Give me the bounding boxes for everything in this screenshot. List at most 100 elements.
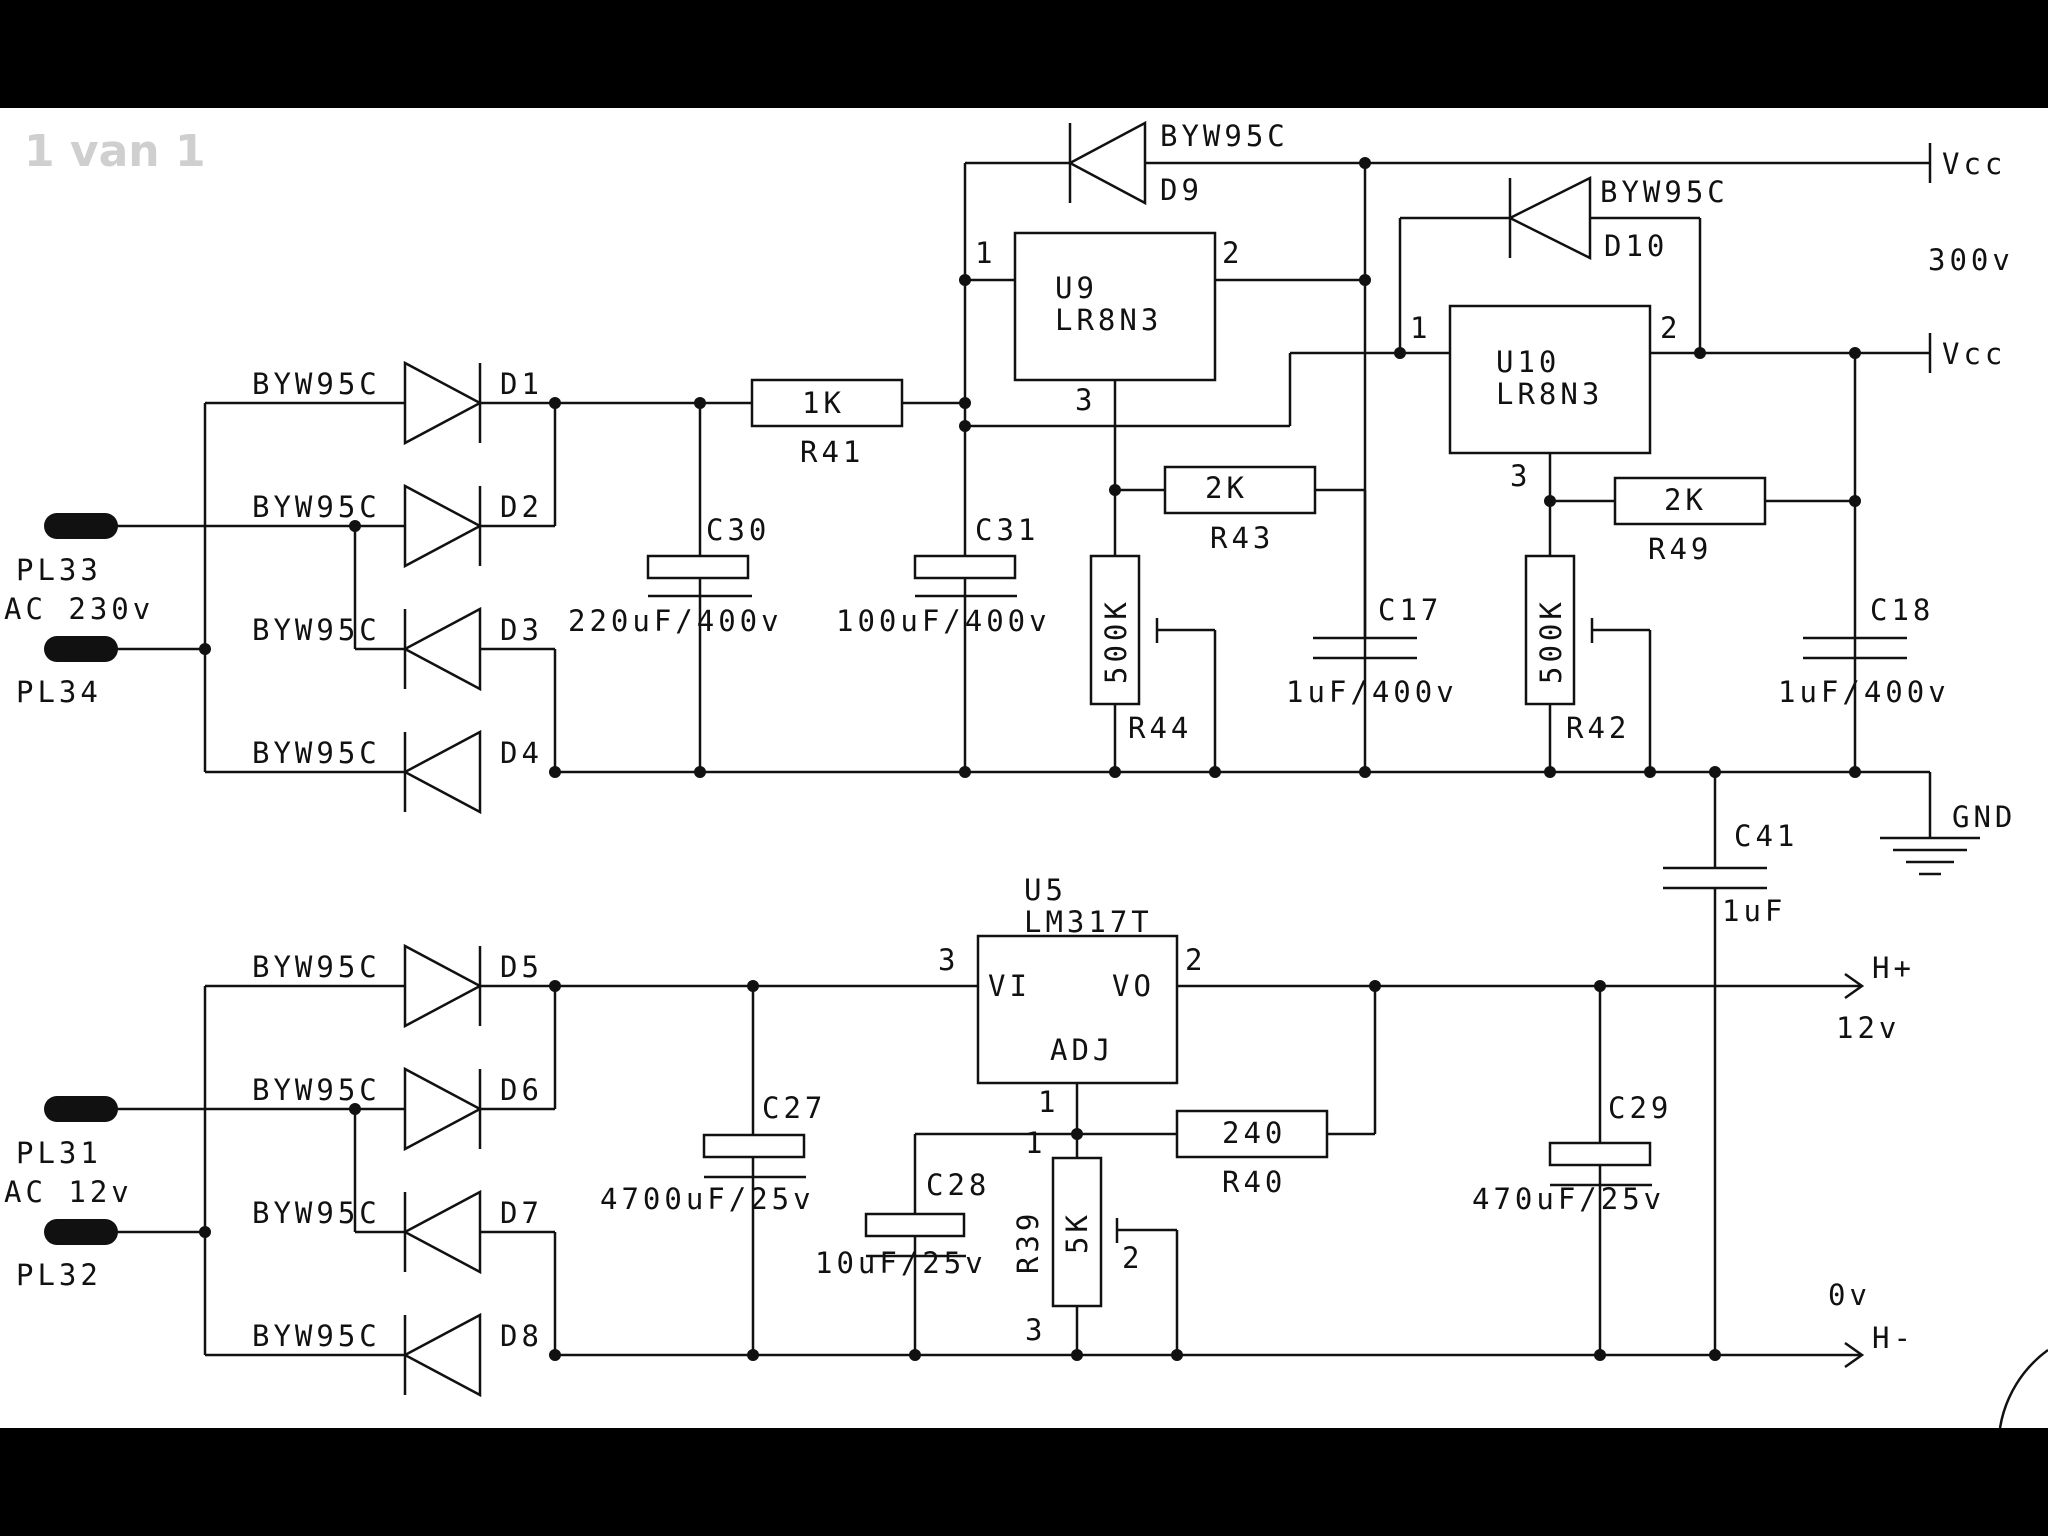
hminus-arrow <box>1844 1341 1865 1369</box>
C30-ref: C30 <box>706 513 770 547</box>
C18-value: 1uF/400v <box>1778 675 1950 709</box>
vcc-label-2: Vcc <box>1942 337 2006 371</box>
C18-ref: C18 <box>1870 593 1934 627</box>
D6-ref: D6 <box>500 1073 543 1107</box>
U5-pin-vi: VI <box>988 969 1031 1003</box>
R42-value: 500K <box>1534 598 1568 684</box>
potentiometer-R39 <box>1051 1156 1119 1308</box>
R41-ref: R41 <box>800 435 864 469</box>
PL32-label: PL32 <box>16 1258 102 1292</box>
U9-ref: U9 <box>1055 271 1098 305</box>
D3-ref: D3 <box>500 613 543 647</box>
diode-D4 <box>402 729 482 815</box>
lv-wiring <box>555 984 1860 1357</box>
D7-part: BYW95C <box>252 1196 381 1230</box>
U5-part: LM317T <box>1024 905 1153 939</box>
C31-ref: C31 <box>975 513 1039 547</box>
R39-pin2: 2 <box>1122 1241 1143 1275</box>
resistor-R49 <box>1613 476 1767 526</box>
C28-value: 10uF/25v <box>815 1246 987 1280</box>
C17-ref: C17 <box>1378 593 1442 627</box>
D8-part: BYW95C <box>252 1319 381 1353</box>
resistor-R41 <box>750 378 904 428</box>
v300-label: 300v <box>1928 243 2014 277</box>
capacitor-C41 <box>1663 866 1767 890</box>
ac-230v-label: AC 230v <box>4 592 154 626</box>
C27-ref: C27 <box>762 1091 826 1125</box>
U5-pin-vo: VO <box>1112 969 1155 1003</box>
D4-ref: D4 <box>500 736 543 770</box>
vcc-label-1: Vcc <box>1942 147 2006 181</box>
hplus-arrow <box>1844 972 1865 1000</box>
C41-ref: C41 <box>1734 819 1798 853</box>
capacitor-C18 <box>1803 636 1907 660</box>
U10-ref: U10 <box>1496 345 1560 379</box>
diode-D8 <box>402 1312 482 1398</box>
PL33-label: PL33 <box>16 553 102 587</box>
v12-label: 12v <box>1836 1011 1900 1045</box>
schematic-page: 1 van 1 <box>0 108 2048 1428</box>
PL34-label: PL34 <box>16 675 102 709</box>
diode-D2 <box>403 483 483 569</box>
page-edge-arc <box>1998 1348 2048 1428</box>
R40-value: 240 <box>1222 1116 1286 1150</box>
R40-ref: R40 <box>1222 1165 1286 1199</box>
hminus-label: H- <box>1872 1321 1915 1355</box>
connector-PL31 <box>44 1096 118 1122</box>
R41-value: 1K <box>802 386 845 420</box>
capacitor-C31 <box>913 554 1017 598</box>
D5-ref: D5 <box>500 950 543 984</box>
U9-pin2: 2 <box>1222 236 1243 270</box>
U10-pin3: 3 <box>1510 459 1531 493</box>
R39-pin3: 3 <box>1025 1313 1046 1347</box>
connector-PL34 <box>44 636 118 662</box>
gnd-label: GND <box>1952 800 2016 834</box>
diode-D3 <box>402 606 482 692</box>
connector-PL33 <box>44 513 118 539</box>
diode-D6 <box>403 1066 483 1152</box>
C17-value: 1uF/400v <box>1286 675 1458 709</box>
C31-value: 100uF/400v <box>836 604 1051 638</box>
diode-D9 <box>1067 120 1147 206</box>
R49-value: 2K <box>1664 483 1707 517</box>
bottom-bridge-wiring <box>65 984 557 1357</box>
hv-wiring <box>555 161 1932 1355</box>
PL31-label: PL31 <box>16 1136 102 1170</box>
D6-part: BYW95C <box>252 1073 381 1107</box>
connector-PL32 <box>44 1219 118 1245</box>
R43-ref: R43 <box>1210 521 1274 555</box>
R39-value: 5K <box>1060 1211 1094 1254</box>
R42-ref: R42 <box>1566 711 1630 745</box>
D8-ref: D8 <box>500 1319 543 1353</box>
D10-part: BYW95C <box>1600 175 1729 209</box>
top-bridge-wiring <box>65 401 557 774</box>
C28-ref: C28 <box>926 1168 990 1202</box>
circuit-schematic: BYW95C D1 BYW95C D2 BYW95C D3 BYW95C D4 … <box>4 119 2048 1428</box>
R44-value: 500K <box>1099 598 1133 684</box>
U9-pin1: 1 <box>975 236 996 270</box>
D10-ref: D10 <box>1604 229 1668 263</box>
U10-pin2: 2 <box>1660 311 1681 345</box>
U5-pin2: 2 <box>1185 943 1206 977</box>
D9-part: BYW95C <box>1160 119 1289 153</box>
capacitor-C27 <box>702 1133 806 1179</box>
D2-part: BYW95C <box>252 490 381 524</box>
U9-part: LR8N3 <box>1055 303 1162 337</box>
D3-part: BYW95C <box>252 613 381 647</box>
U5-pin3: 3 <box>938 943 959 977</box>
R43-value: 2K <box>1205 471 1248 505</box>
ac-12v-label: AC 12v <box>4 1175 133 1209</box>
gnd-symbol <box>1880 836 1980 876</box>
v0-label: 0v <box>1828 1278 1871 1312</box>
regulator-U10 <box>1448 304 1652 455</box>
C29-ref: C29 <box>1608 1091 1672 1125</box>
R39-pin1: 1 <box>1025 1126 1046 1160</box>
D9-ref: D9 <box>1160 173 1203 207</box>
diode-D7 <box>402 1189 482 1275</box>
D4-part: BYW95C <box>252 736 381 770</box>
diode-D1 <box>403 360 483 446</box>
hplus-label: H+ <box>1872 951 1915 985</box>
C41-value: 1uF <box>1722 894 1786 928</box>
U10-pin1: 1 <box>1410 311 1431 345</box>
regulator-U5 <box>976 934 1179 1085</box>
